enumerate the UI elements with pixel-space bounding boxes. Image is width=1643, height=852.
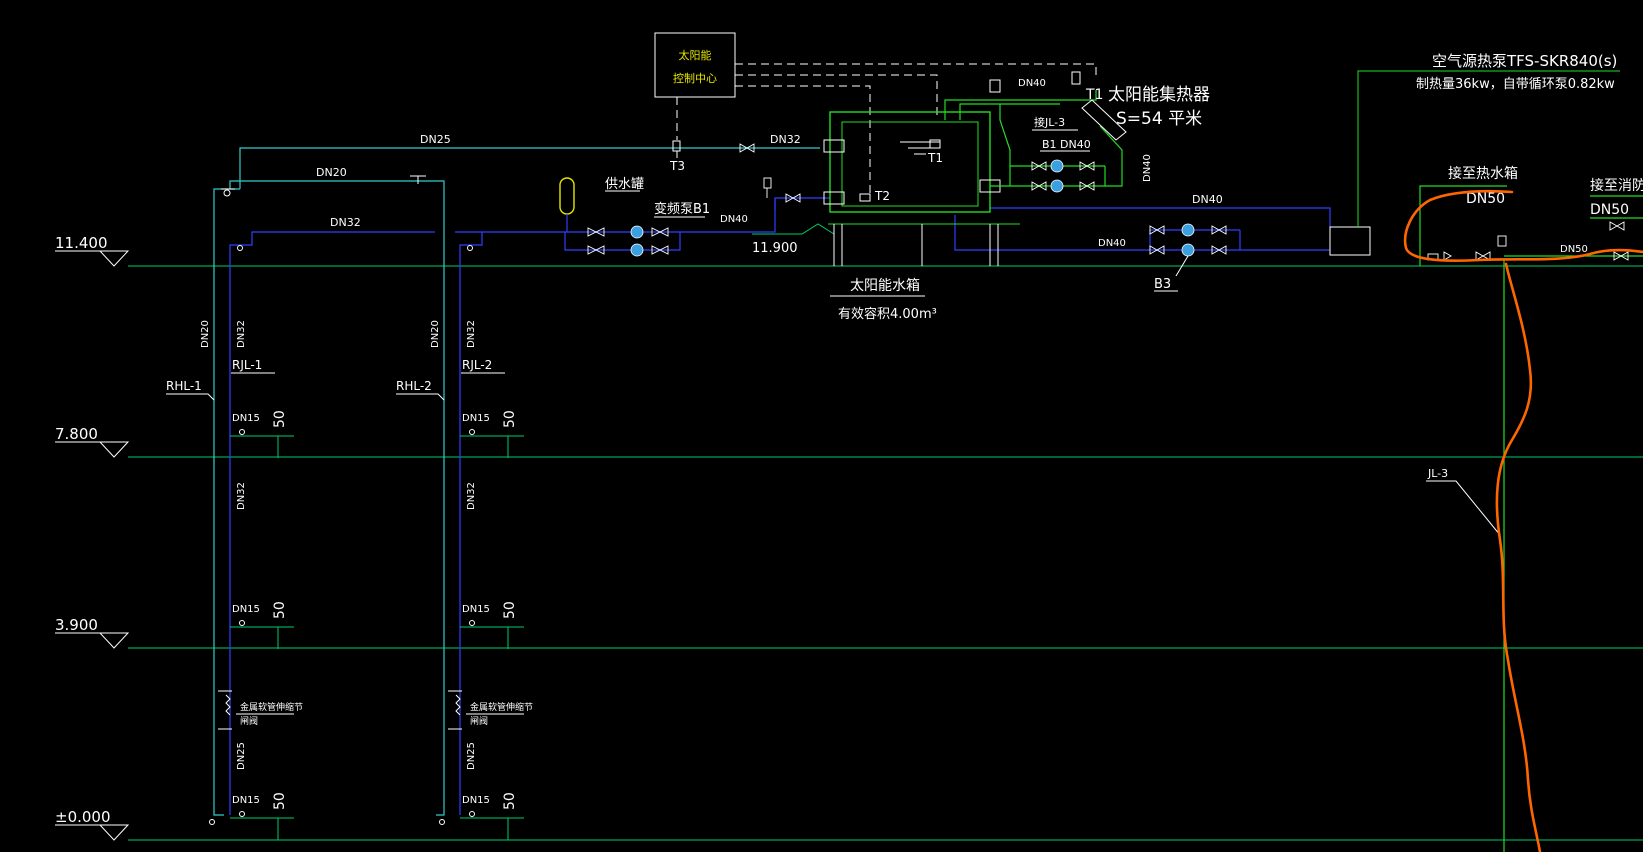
orange-markup-stroke <box>1403 189 1643 852</box>
fixture-dn15-2b: DN15 <box>462 604 490 615</box>
expansion-joints <box>218 690 524 730</box>
sensor-t2-label: T2 <box>874 189 890 203</box>
elevation-marker-11400: 11.400 <box>55 234 130 267</box>
solar-collector <box>989 71 1127 141</box>
pump-group-b3 <box>1149 223 1227 277</box>
sensor-t1-label: T1 <box>927 151 943 165</box>
elevation-marker-0000: ±0.000 <box>55 808 130 841</box>
air-source-heat-pump <box>1329 70 1620 256</box>
fixture-dn15-1b: DN15 <box>232 604 260 615</box>
top-line-valves <box>739 143 801 203</box>
fixture-50-1a: 50 <box>272 410 288 428</box>
size-dn40-collector-top: DN40 <box>1018 78 1046 89</box>
size-dn40-b3: DN40 <box>1098 238 1126 249</box>
size-dn20-rhl1: DN20 <box>200 320 211 348</box>
collector-pump-label: B1 DN40 <box>1042 138 1091 151</box>
heat-pump-spec: 制热量36kw，自带循环泵0.82kw <box>1416 77 1615 92</box>
heat-pump-model: 空气源热泵TFS-SKR840(s) <box>1432 52 1617 70</box>
right-valves <box>1427 221 1629 261</box>
blue-pipes <box>229 197 1331 815</box>
riser-labels <box>166 372 1501 536</box>
jl3-riser <box>1419 185 1643 852</box>
elevation-marker-3900: 3.900 <box>55 616 130 649</box>
to-hot-tank-label: 接至热水箱 <box>1448 165 1518 182</box>
size-dn40-heatpump: DN40 <box>1192 193 1223 206</box>
control-center-line2: 控制中心 <box>673 71 717 85</box>
sensor-t1: T1 <box>927 139 943 165</box>
vfd-pump-label: 变频泵B1 <box>654 201 710 217</box>
size-dn20-rhl2: DN20 <box>430 320 441 348</box>
jl3-connection-label: 接JL-3 <box>1034 116 1065 129</box>
supply-tank <box>559 177 575 232</box>
riser-label-rjl1: RJL-1 <box>232 358 262 372</box>
size-dn32-top: DN32 <box>770 133 801 146</box>
collector-pumps <box>1031 159 1095 193</box>
size-dn25-rjl1-low: DN25 <box>236 742 247 770</box>
vertical-size-labels: DN20 DN32 DN20 DN32 DN32 DN32 DN25 DN25 … <box>200 154 1153 770</box>
riser-label-rhl1: RHL-1 <box>166 379 202 393</box>
elevation-label-7800: 7.800 <box>55 425 98 443</box>
elevation-label-3900: 3.900 <box>55 616 98 634</box>
fixture-dn15-1a: DN15 <box>232 413 260 424</box>
collector-area: S=54 平米 <box>1116 109 1202 129</box>
elevation-11900-marker: 11.900 <box>752 223 835 256</box>
elevation-11900-label: 11.900 <box>752 241 798 256</box>
solar-tank-volume: 有效容积4.00m³ <box>838 306 937 322</box>
solar-water-tank <box>823 111 1020 266</box>
size-dn20-header: DN20 <box>316 166 347 179</box>
supply-tank-label: 供水罐 <box>605 177 644 192</box>
pump-b3-label: B3 <box>1154 277 1171 292</box>
elevation-marker-7800: 7.800 <box>55 425 130 458</box>
collector-loop-pipes <box>944 90 1123 187</box>
elevation-label-11400: 11.400 <box>55 234 108 252</box>
fixture-50-2c: 50 <box>502 792 518 810</box>
fixture-valve-marks <box>209 245 475 825</box>
size-dn25-rjl2-low: DN25 <box>466 742 477 770</box>
fixture-dn15-1c: DN15 <box>232 795 260 806</box>
gate-valve-label-2: 闸阀 <box>470 716 488 727</box>
fixture-dn15-2a: DN15 <box>462 413 490 424</box>
control-center-line1: 太阳能 <box>679 48 712 62</box>
fixture-dn15-2c: DN15 <box>462 795 490 806</box>
size-dn32-header: DN32 <box>330 216 361 229</box>
floor-lines <box>128 265 1643 841</box>
riser-label-rhl2: RHL-2 <box>396 379 432 393</box>
solar-tank-label: 太阳能水箱 <box>850 278 920 294</box>
fixture-fifty-labels: 50 50 50 50 50 50 <box>272 410 518 810</box>
size-dn32-rjl2-mid: DN32 <box>466 482 477 510</box>
size-dn32-rjl2-top: DN32 <box>466 320 477 348</box>
sensor-t3-label: T3 <box>669 159 685 173</box>
pump-group-b1 <box>587 225 669 257</box>
cyan-valves <box>221 175 426 197</box>
riser-label-jl3: JL-3 <box>1427 467 1448 480</box>
fixture-50-1b: 50 <box>272 601 288 619</box>
fixture-50-2b: 50 <box>502 601 518 619</box>
size-dn40-collector: DN40 <box>1142 154 1153 182</box>
collector-title: 太阳能集热器 <box>1108 85 1210 105</box>
metal-hose-label-1: 金属软管伸缩节 <box>240 701 303 713</box>
control-signal-lines <box>676 63 1097 196</box>
elevation-label-0000: ±0.000 <box>55 808 111 826</box>
size-dn50-fire: DN50 <box>1590 202 1629 218</box>
fixture-50-1c: 50 <box>272 792 288 810</box>
metal-hose-label-2: 金属软管伸缩节 <box>470 701 533 713</box>
fixture-50-2a: 50 <box>502 410 518 428</box>
size-dn25-header: DN25 <box>420 133 451 146</box>
size-dn32-rjl1-top: DN32 <box>236 320 247 348</box>
size-dn40-pump: DN40 <box>720 214 748 225</box>
gate-valve-label-1: 闸阀 <box>240 716 258 727</box>
fixture-labels: DN15 DN15 DN15 DN15 DN15 DN15 <box>232 413 490 806</box>
sensor-t1-collector: T1 <box>1085 87 1103 103</box>
riser-label-rjl2: RJL-2 <box>462 358 492 372</box>
sensor-t2: T2 <box>859 189 890 203</box>
solar-control-center: 太阳能 控制中心 <box>654 32 736 98</box>
size-dn50-hot-tank: DN50 <box>1466 191 1505 207</box>
size-dn32-rjl1-mid: DN32 <box>236 482 247 510</box>
size-dn50-bottom: DN50 <box>1560 244 1588 255</box>
to-fire-label: 接至消防 <box>1590 177 1643 194</box>
cyan-pipes <box>213 147 820 816</box>
fixture-branches <box>230 435 524 840</box>
sensor-t3: T3 <box>669 140 685 173</box>
